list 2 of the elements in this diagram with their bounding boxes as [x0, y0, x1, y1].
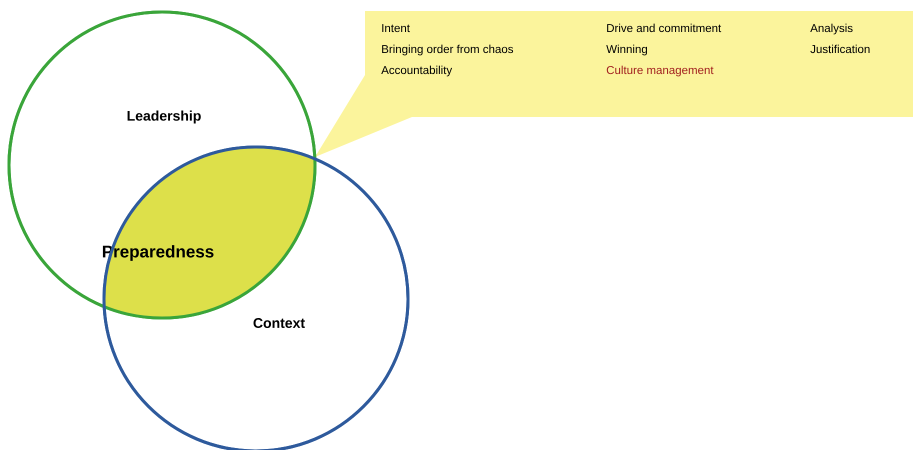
callout-box: Intent Bringing order from chaos Accountability Drive and commitment Winning Culture management Analysis Justification — [315, 11, 913, 157]
node-label: Leadership — [128, 110, 201, 124]
